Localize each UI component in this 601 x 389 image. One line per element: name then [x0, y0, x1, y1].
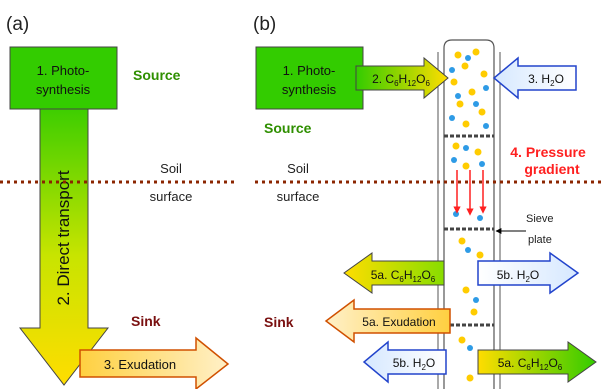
sink-label-a: Sink	[131, 313, 161, 329]
glucose-out-label-top: 5a. C6H12O6	[371, 268, 436, 284]
direct-transport-label: 2. Direct transport	[54, 170, 73, 305]
soil-label-a2: surface	[150, 189, 193, 204]
sieve-label-1: Sieve	[526, 213, 554, 225]
water-particles	[449, 55, 489, 351]
sieve-label-2: plate	[528, 234, 552, 246]
exudation-arrow-a	[79, 336, 230, 389]
panel-a-label: (a)	[6, 14, 29, 35]
pressure-label-2: gradient	[524, 161, 580, 177]
sugar-particles	[450, 48, 488, 382]
exudation-arrow-b	[324, 298, 451, 344]
pressure-arrows	[453, 170, 487, 216]
photosynthesis-text-b1: 1. Photo-	[283, 63, 336, 78]
pressure-label-1: 4. Pressure	[510, 144, 586, 160]
water-out-arrow-top	[477, 251, 580, 295]
photosynthesis-text-b2: synthesis	[282, 82, 337, 97]
glucose-out-arrow-top	[343, 252, 445, 294]
water-out-label-top: 5b. H2O	[497, 268, 539, 284]
glucose-out-arrow-bottom	[477, 341, 597, 383]
source-label-a: Source	[133, 67, 181, 83]
sink-label-b: Sink	[264, 314, 294, 330]
water-in-label: 3. H2O	[528, 72, 564, 88]
glucose-in-label: 2. C6H12O6	[372, 72, 430, 88]
photosynthesis-text-a1: 1. Photo-	[37, 63, 90, 78]
exudation-text-a: 3. Exudation	[104, 357, 176, 372]
soil-label-a1: Soil	[160, 161, 182, 176]
water-out-arrow-bottom	[362, 340, 447, 384]
photosynthesis-box-b	[255, 46, 364, 110]
soil-label-b2: surface	[277, 189, 320, 204]
photosynthesis-text-a2: synthesis	[36, 82, 91, 97]
photosynthesis-box-a	[9, 46, 118, 110]
soil-label-b1: Soil	[287, 161, 309, 176]
water-out-label-bottom: 5b. H2O	[393, 356, 435, 372]
water-in-arrow	[492, 56, 577, 100]
source-label-b: Source	[264, 120, 312, 136]
panel-b-label: (b)	[253, 14, 276, 35]
exudation-text-b: 5a. Exudation	[362, 315, 435, 329]
glucose-in-arrow	[355, 56, 449, 100]
glucose-out-label-bottom: 5a. C6H12O6	[498, 356, 563, 372]
